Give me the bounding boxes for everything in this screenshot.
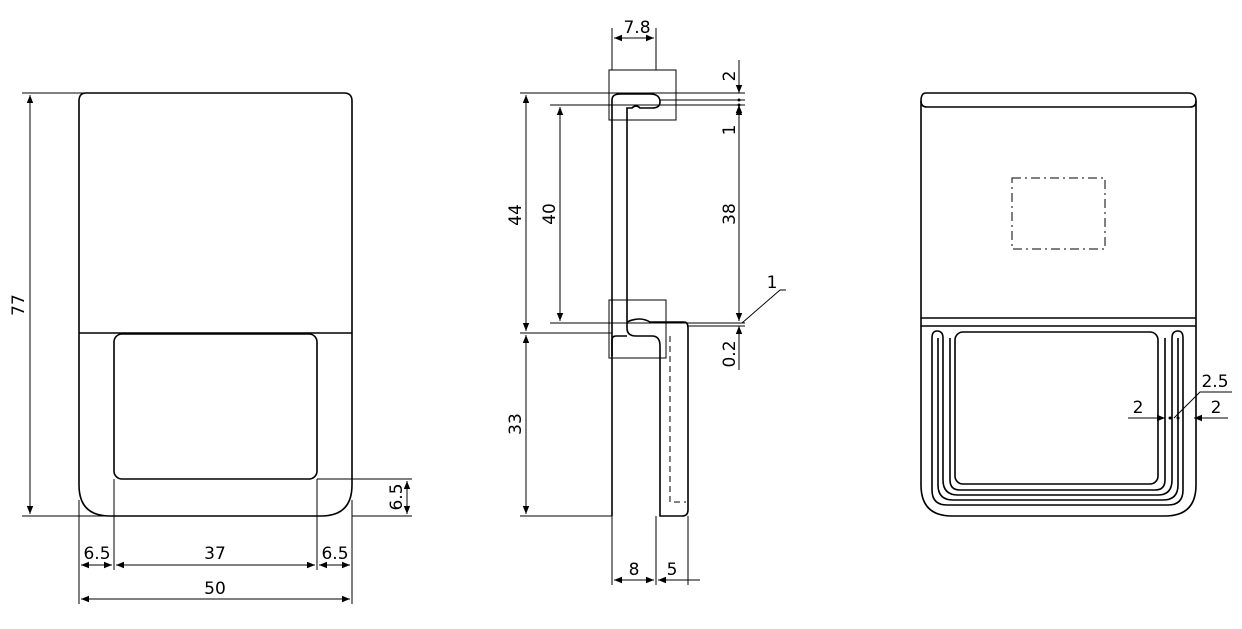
dim-width-label: 50: [204, 579, 226, 599]
dim-inner-label: 40: [540, 203, 560, 225]
dim-pocket-depth-label: 5: [667, 560, 678, 580]
dim-gap-one-label: 1: [720, 125, 740, 136]
dim-base-depth-label: 8: [629, 560, 640, 580]
dim-upper-total-label: 44: [506, 204, 526, 226]
dim-left-margin-label: 6.5: [83, 544, 110, 564]
bottom-clip-box: [608, 299, 667, 359]
rear-view: 2.5 2 2: [920, 92, 1232, 517]
rear-window: [954, 331, 1159, 485]
dim-top-depth-label: 7.8: [623, 18, 650, 38]
dim-lower-label: 33: [506, 413, 526, 435]
front-outline: [78, 92, 353, 517]
front-view: 77 50 6.5 37 6.5 6.5: [9, 92, 412, 604]
rear-outline: [920, 92, 1197, 517]
dim-span-label: 38: [720, 203, 740, 225]
dim-thickness-label: 0.2: [720, 340, 740, 367]
dim-leader-one-label: 1: [767, 273, 778, 293]
dim-height-label: 77: [9, 294, 29, 316]
side-view: 7.8 44 40 33 2 1 38 0.2 1 8 5: [506, 18, 786, 585]
dim-slot-label: 2.5: [1201, 372, 1228, 392]
dim-bottom-margin-label: 6.5: [387, 483, 407, 510]
front-window: [113, 333, 318, 480]
rear-label-area: [1011, 177, 1106, 250]
top-clip-box: [608, 69, 677, 121]
dim-wall-left-label: 2: [1133, 398, 1144, 418]
dim-wall-right-label: 2: [1211, 398, 1222, 418]
dim-gap-top-label: 2: [720, 71, 740, 82]
dim-window-width-label: 37: [204, 544, 226, 564]
dim-right-margin-label: 6.5: [321, 544, 348, 564]
